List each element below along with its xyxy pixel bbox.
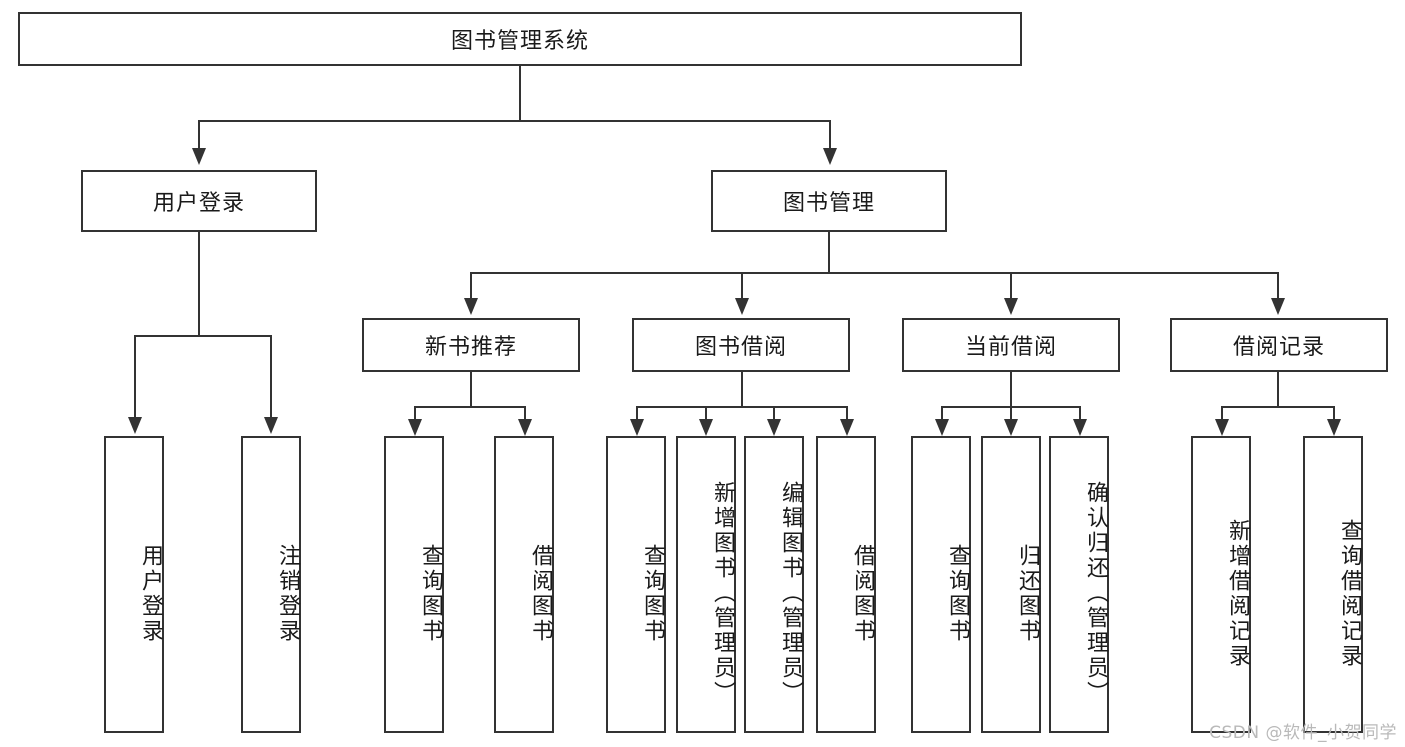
connector-new-book-stem xyxy=(470,372,472,406)
node-user-login-label: 用户登录 xyxy=(152,191,245,216)
leaf-user-logout-label: 注销登录 xyxy=(275,543,300,644)
arrow-bm-to-borrow-record xyxy=(1271,298,1285,315)
arrow-new-book-to-leaf-1 xyxy=(408,419,422,436)
arrow-bm-to-current-borrow xyxy=(1004,298,1018,315)
leaf-query-book-1[interactable]: 查询图书 xyxy=(384,436,444,733)
connector-new-book-bus xyxy=(414,406,526,408)
leaf-add-book[interactable]: 新增图书（管理员） xyxy=(676,436,736,733)
connector-cb-to-leaf-3 xyxy=(1079,406,1081,419)
connector-bb-to-leaf-4 xyxy=(846,406,848,419)
node-root[interactable]: 图书管理系统 xyxy=(18,12,1022,66)
connector-cb-to-leaf-1 xyxy=(941,406,943,419)
node-user-login[interactable]: 用户登录 xyxy=(81,170,317,232)
leaf-query-book-3[interactable]: 查询图书 xyxy=(911,436,971,733)
connector-bb-to-leaf-3 xyxy=(773,406,775,419)
connector-borrow-record-bus xyxy=(1221,406,1335,408)
leaf-add-record[interactable]: 新增借阅记录 xyxy=(1191,436,1251,733)
arrow-user-login-to-leaf-2 xyxy=(264,417,278,434)
leaf-query-book-2-label: 查询图书 xyxy=(640,543,665,644)
connector-root-stem xyxy=(519,66,521,120)
connector-bm-to-new-book xyxy=(470,272,472,298)
leaf-user-login-label: 用户登录 xyxy=(138,543,163,644)
connector-book-borrow-bus xyxy=(636,406,848,408)
node-new-book-recommend-label: 新书推荐 xyxy=(424,335,517,360)
connector-cb-to-leaf-2 xyxy=(1010,406,1012,419)
arrow-new-book-to-leaf-2 xyxy=(518,419,532,436)
connector-new-book-to-leaf-1 xyxy=(414,406,416,419)
leaf-query-book-1-label: 查询图书 xyxy=(418,543,443,644)
connector-book-management-bus xyxy=(470,272,1279,274)
leaf-borrow-book-1[interactable]: 借阅图书 xyxy=(494,436,554,733)
leaf-confirm-return-label: 确认归还（管理员） xyxy=(1083,481,1108,706)
leaf-borrow-book-1-label: 借阅图书 xyxy=(528,543,553,644)
leaf-add-record-label: 新增借阅记录 xyxy=(1225,518,1250,669)
arrow-bb-to-leaf-4 xyxy=(840,419,854,436)
arrow-cb-to-leaf-2 xyxy=(1004,419,1018,436)
arrow-cb-to-leaf-1 xyxy=(935,419,949,436)
connector-book-management-stem xyxy=(828,232,830,272)
arrow-bm-to-book-borrow xyxy=(735,298,749,315)
leaf-edit-book[interactable]: 编辑图书（管理员） xyxy=(744,436,804,733)
connector-borrow-record-stem xyxy=(1277,372,1279,406)
node-book-management[interactable]: 图书管理 xyxy=(711,170,947,232)
connector-user-login-to-leaf-2 xyxy=(270,335,272,417)
leaf-query-book-3-label: 查询图书 xyxy=(945,543,970,644)
arrow-br-to-leaf-2 xyxy=(1327,419,1341,436)
connector-book-borrow-stem xyxy=(741,372,743,406)
leaf-return-book[interactable]: 归还图书 xyxy=(981,436,1041,733)
node-root-label: 图书管理系统 xyxy=(450,29,589,54)
connector-bb-to-leaf-2 xyxy=(705,406,707,419)
watermark: CSDN @软件_小贺同学 xyxy=(1209,723,1397,743)
node-book-management-label: 图书管理 xyxy=(782,191,875,216)
connector-bb-to-leaf-1 xyxy=(636,406,638,419)
connector-user-login-to-leaf-1 xyxy=(134,335,136,417)
leaf-query-book-2[interactable]: 查询图书 xyxy=(606,436,666,733)
connector-bm-to-borrow-record xyxy=(1277,272,1279,298)
connector-root-bus xyxy=(198,120,831,122)
node-current-borrow-label: 当前借阅 xyxy=(964,335,1057,360)
leaf-add-book-label: 新增图书（管理员） xyxy=(710,481,735,706)
node-current-borrow[interactable]: 当前借阅 xyxy=(902,318,1120,372)
connector-br-to-leaf-1 xyxy=(1221,406,1223,419)
arrow-root-to-book-management xyxy=(823,148,837,165)
node-book-borrow[interactable]: 图书借阅 xyxy=(632,318,850,372)
arrow-user-login-to-leaf-1 xyxy=(128,417,142,434)
arrow-cb-to-leaf-3 xyxy=(1073,419,1087,436)
connector-br-to-leaf-2 xyxy=(1333,406,1335,419)
arrow-bb-to-leaf-1 xyxy=(630,419,644,436)
connector-bm-to-book-borrow xyxy=(741,272,743,298)
node-book-borrow-label: 图书借阅 xyxy=(694,335,787,360)
leaf-return-book-label: 归还图书 xyxy=(1015,543,1040,644)
node-new-book-recommend[interactable]: 新书推荐 xyxy=(362,318,580,372)
leaf-edit-book-label: 编辑图书（管理员） xyxy=(778,481,803,706)
connector-user-login-bus xyxy=(134,335,272,337)
connector-user-login-stem xyxy=(198,232,200,335)
leaf-query-record[interactable]: 查询借阅记录 xyxy=(1303,436,1363,733)
leaf-borrow-book-2[interactable]: 借阅图书 xyxy=(816,436,876,733)
node-borrow-record[interactable]: 借阅记录 xyxy=(1170,318,1388,372)
connector-current-borrow-stem xyxy=(1010,372,1012,406)
connector-new-book-to-leaf-2 xyxy=(524,406,526,419)
arrow-bb-to-leaf-2 xyxy=(699,419,713,436)
leaf-user-login[interactable]: 用户登录 xyxy=(104,436,164,733)
leaf-query-record-label: 查询借阅记录 xyxy=(1337,518,1362,669)
connector-root-to-user-login xyxy=(198,120,200,148)
leaf-confirm-return[interactable]: 确认归还（管理员） xyxy=(1049,436,1109,733)
connector-bm-to-current-borrow xyxy=(1010,272,1012,298)
arrow-bm-to-new-book xyxy=(464,298,478,315)
connector-root-to-book-management xyxy=(829,120,831,148)
arrow-root-to-user-login xyxy=(192,148,206,165)
arrow-bb-to-leaf-3 xyxy=(767,419,781,436)
arrow-br-to-leaf-1 xyxy=(1215,419,1229,436)
node-borrow-record-label: 借阅记录 xyxy=(1232,335,1325,360)
leaf-user-logout[interactable]: 注销登录 xyxy=(241,436,301,733)
leaf-borrow-book-2-label: 借阅图书 xyxy=(850,543,875,644)
